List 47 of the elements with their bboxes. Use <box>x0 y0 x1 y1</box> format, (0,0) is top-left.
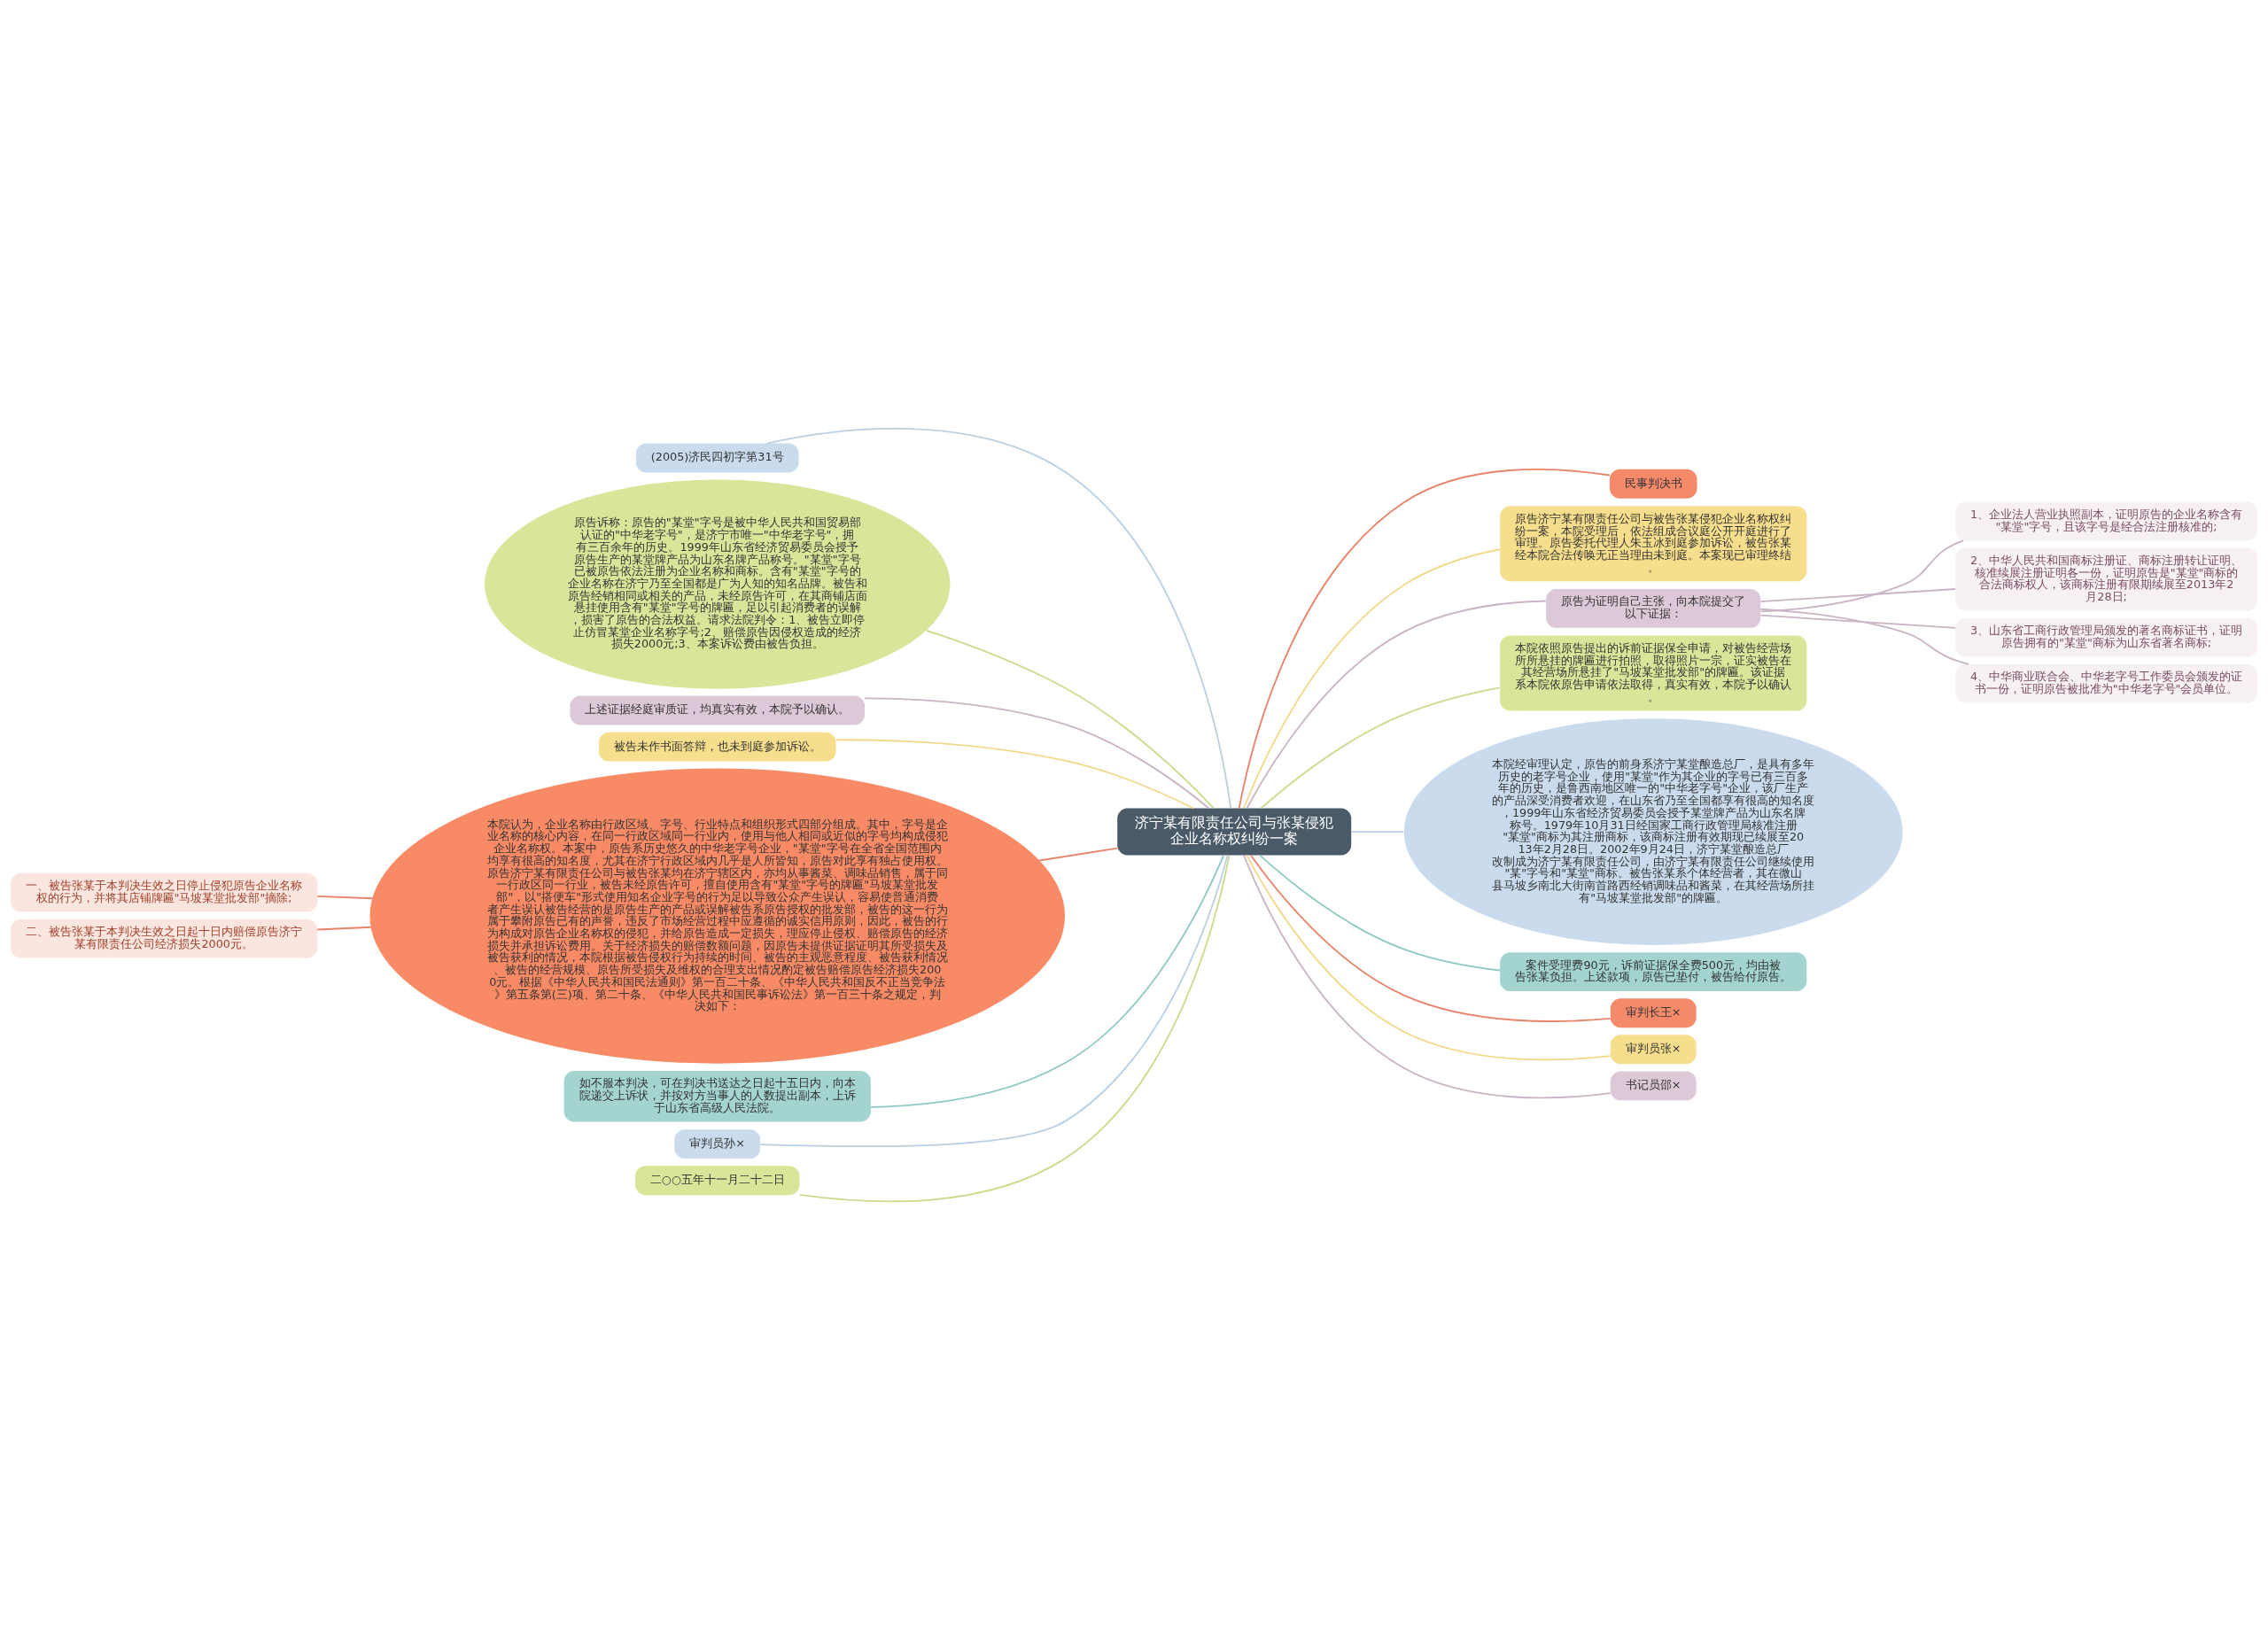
node-ellipse: 本院认为，企业名称由行政区域、字号、行业特点和组织形式四部分组成。其中，字号是企业名称的核心内容，在同一行政区域同一行业内，使用与他人相同或近似的字号均构成侵犯企业名称权。本案中，原告系历史悠久的中华老字号企业，"某堂"字号在全省全国范围内均享有很高的知名度，尤其在济宁行政区域内几乎是人所皆知，原告对此享有独占使用权。原告济宁某有限责任公司与被告张某均在济宁辖区内，亦均从事酱菜、调味品销售，属于同一行政区同一行业，被告未经原告许可，擅自使用含有"某堂"字号的牌匾"马坡某堂批发部"，以"搭便车"形式使用知名企业字号的行为足以导致公众产生误认，容易使普通消费者产生误认被告经营的是原告生产的产品或误解被告系原告授权的批发部，被告的这一行为属于攀附原告已有的声誉，违反了市场经营过程中应遵循的诚实信用原则，因此，被告的行为构成对原告企业名称权的侵犯，并给原告造成一定损失，理应停止侵权、赔偿原告的经济损失并承担诉讼费用。关于经济损失的赔偿数额问题，因原告未提供证据证明其所受损失及被告获利的情况，本院根据被告侵权行为持续的时间、被告的主观恶意程度、被告获利情况、被告的经营规模、原告所受损失及维权的合理支出情况酌定被告赔偿原告经济损失2000元。根据《中华人民共和国民法通则》第一百二十条、《中华人民共和国反不正当竞争法》第五条第(三)项、第二十条、《中华人民共和国民事诉讼法》第一百三十条之规定，判决如下： <box>369 767 1065 1064</box>
node-box: 原告济宁某有限责任公司与被告张某侵犯企业名称权纠纷一案，本院受理后，依法组成合议庭公开开庭进行了审理。原告委托代理人朱玉冰到庭参加诉讼，被告张某经本院合法传唤无正当理由未到庭。本案现已审理终结。 <box>1500 505 1807 581</box>
connector <box>316 926 372 930</box>
connector <box>1238 468 1611 809</box>
node-box: 审判员孙× <box>674 1128 761 1159</box>
node-box: 被告未作书面答辩，也未到庭参加诉讼。 <box>598 732 836 762</box>
node-box: 上述证据经庭审质证，均真实有效，本院予以确认。 <box>570 695 865 725</box>
connector <box>316 895 374 899</box>
connector <box>1243 854 1612 1098</box>
node-box: 本院依照原告提出的诉前证据保全申请，对被告经营场所所悬挂的牌匾进行拍照，取得照片一宗，证实被告在其经营场所悬挂了"马坡某堂批发部"的牌匾。该证据系本院依原告申请依法取得，真实有效，本院予以确认。 <box>1500 635 1807 710</box>
node-box: 一、被告张某于本判决生效之日停止侵犯原告企业名称权的行为，并将其店铺牌匾"马坡某堂批发部"摘除; <box>11 872 318 911</box>
node-box: 案件受理费90元，诉前证据保全费500元，均由被告张某负担。上述款项，原告已垫付，被告给付原告。 <box>1500 951 1807 991</box>
node-box: 二、被告张某于本判决生效之日起十日内赔偿原告济宁某有限责任公司经济损失2000元。 <box>11 919 318 958</box>
connector <box>765 427 1232 809</box>
node-box: 书记员邵× <box>1610 1070 1697 1100</box>
node-box: 审判长王× <box>1610 997 1697 1027</box>
connector <box>1350 830 1405 833</box>
node-box: 如不服本判决，可在判决书送达之日起十五日内，向本院递交上诉状，并按对方当事人的人数提出副本，上诉于山东省高级人民法院。 <box>563 1070 871 1122</box>
node-box: 审判员张× <box>1610 1034 1697 1064</box>
connector <box>1759 587 1957 602</box>
connector <box>835 738 1194 809</box>
connector <box>864 696 1210 809</box>
connector <box>1759 608 1969 665</box>
connector <box>1038 847 1119 861</box>
node-ellipse: 原告诉称：原告的"某堂"字号是被中华人民共和国贸易部认证的"中华老字号"，是济宁市唯一"中华老字号"，拥有三百余年的历史。1999年山东省经济贸易委员会授予原告生产的某堂牌产品为山东名牌产品称号。"某堂"字号已被原告依法注册为企业名称和商标。含有"某堂"字号的企业名称在济宁乃至全国都是广为人知的知名品牌。被告和原告经销相同或相关的产品，未经原告许可，在其商铺店面悬挂使用含有"某堂"字号的牌匾，足以引起消费者的误解，损害了原告的合法权益。请求法院判令：1、被告立即停止仿冒某堂企业名称字号;2、赔偿原告因侵权造成的经济损失2000元;3、本案诉讼费由被告负担。 <box>485 478 951 689</box>
node-box: 2、中华人民共和国商标注册证、商标注册转让证明、核准续展注册证明各一份，证明原告是"某堂"商标的合法商标权人，该商标注册有限期续展至2013年2月28日; <box>1955 547 2257 611</box>
node-ellipse: 本院经审理认定，原告的前身系济宁某堂酿造总厂，是具有多年历史的老字号企业，使用"某堂"作为其企业的字号已有三百多年的历史，是鲁西南地区唯一的"中华老字号"企业，该厂生产的产品深受消费者欢迎，在山东省乃至全国都享有很高的知名度，1999年山东省经济贸易委员会授予某堂牌产品为山东名牌称号。1979年10月31日经国家工商行政管理局核准注册"某堂"商标为其注册商标，该商标注册有效期现已续展至2013年2月28日。2002年9月24日，济宁某堂酿造总厂改制成为济宁某有限责任公司，由济宁某有限责任公司继续使用"某"字号和"某堂"商标。被告张某系个体经营者，其在微山县马坡乡南北大街南首路西经销调味品和酱菜，在其经营场所挂有"马坡某堂批发部"的牌匾。 <box>1403 717 1903 945</box>
node-box: 4、中华商业联合会、中华老字号工作委员会颁发的证书一份，证明原告被批准为"中华老字号"会员单位。 <box>1955 663 2257 703</box>
connector <box>1759 539 1964 612</box>
node-box: 1、企业法人营业执照副本，证明原告的企业名称含有"某堂"字号，且该字号是经合法注册核准的; <box>1955 500 2257 540</box>
connector <box>1759 614 1957 629</box>
connector <box>1259 854 1501 971</box>
node-box: (2005)济民四初字第31号 <box>635 443 799 472</box>
connector <box>1246 854 1612 1060</box>
node-box: 济宁某有限责任公司与张某侵犯企业名称权纠纷一案 <box>1117 808 1352 856</box>
connector <box>798 854 1231 1202</box>
connector <box>1250 854 1612 1022</box>
node-box: 二○○五年十一月二十二日 <box>635 1165 800 1195</box>
connector <box>925 629 1215 809</box>
connector <box>759 854 1229 1147</box>
connector <box>1260 686 1501 809</box>
connector <box>1243 547 1501 809</box>
node-box: 民事判决书 <box>1609 469 1697 499</box>
node-box: 原告为证明自己主张，向本院提交了以下证据： <box>1546 588 1761 628</box>
node-box: 3、山东省工商行政管理局颁发的著名商标证书，证明原告拥有的"某堂"商标为山东省著名商标; <box>1955 617 2257 657</box>
connector <box>869 854 1225 1108</box>
connector <box>1246 600 1547 809</box>
